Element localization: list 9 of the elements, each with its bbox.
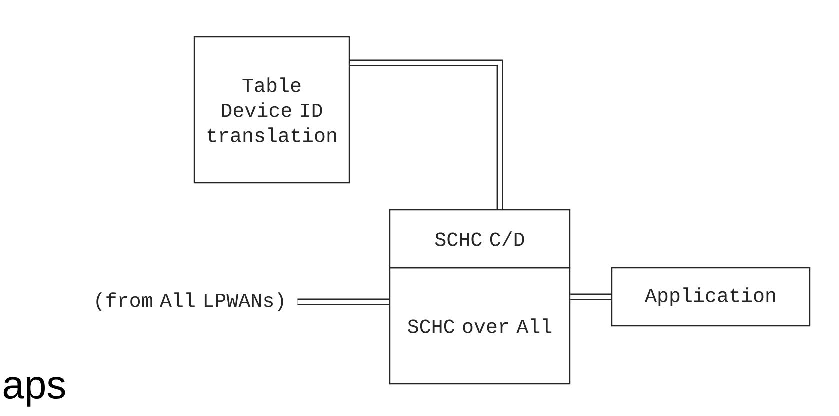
double-line: [350, 60, 504, 210]
source-text: (from All LPWANs): [96, 292, 284, 312]
double-line: [298, 298, 390, 306]
process-box: Table Device ID translation: [194, 36, 350, 184]
process-box: Application: [611, 267, 811, 327]
process-box: SCHC C/D: [389, 209, 571, 269]
double-line: [570, 294, 612, 300]
process-box: SCHC over All: [389, 267, 571, 385]
heading-fragment: aps: [4, 377, 66, 407]
